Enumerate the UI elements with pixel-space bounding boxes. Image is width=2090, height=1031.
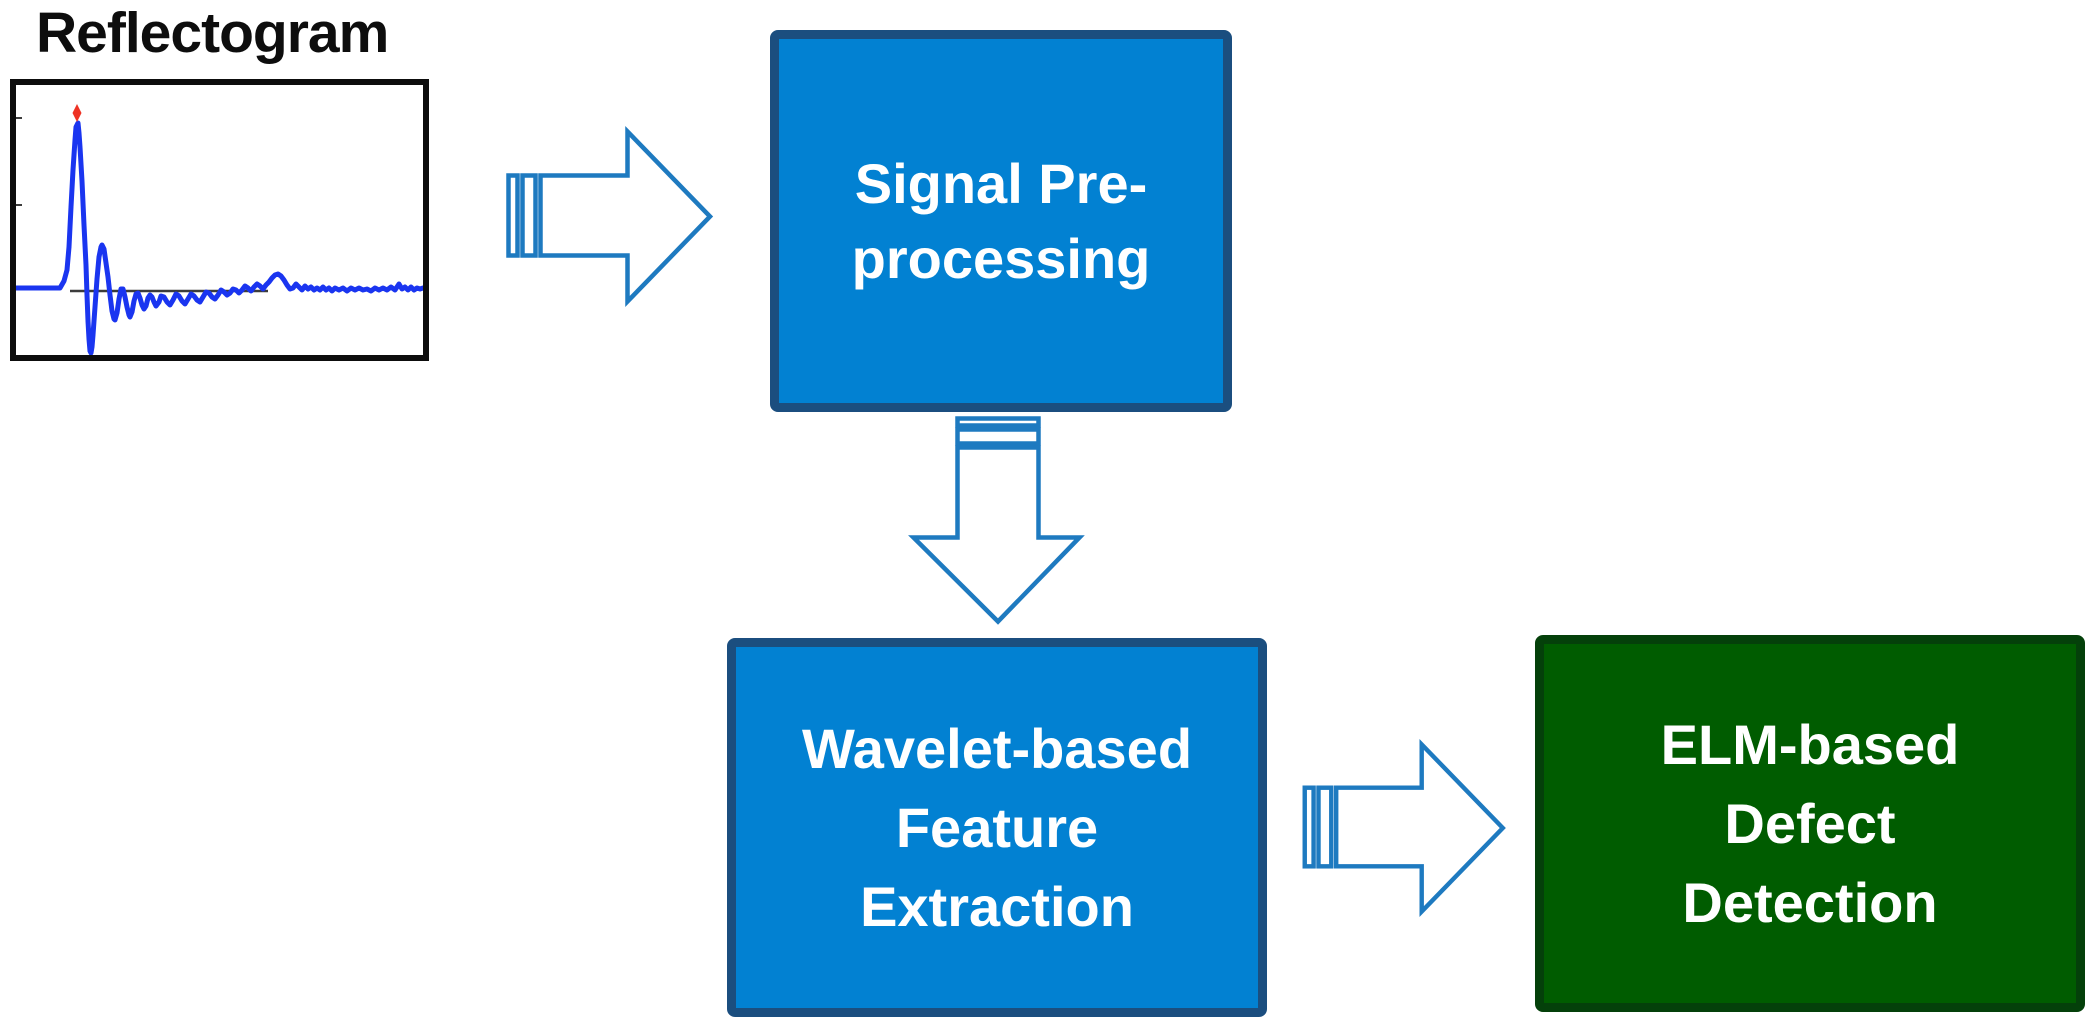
elm-defect-detection-label: ELM-based Defect Detection	[1661, 705, 1960, 942]
reflectogram-waveform-svg	[16, 104, 423, 355]
arrow-stripe	[1302, 785, 1316, 869]
reflectogram-plot	[10, 79, 429, 361]
arrow-body	[908, 445, 1085, 625]
arrow-stripe	[1316, 785, 1334, 869]
signal-preprocessing-box: Signal Pre- processing	[770, 30, 1232, 412]
arrow-stripe	[955, 427, 1041, 446]
box-label-line: ELM-based	[1660, 713, 1960, 776]
box-label-line: Wavelet-based	[801, 717, 1193, 780]
arrow-body	[538, 125, 714, 308]
arrow-stripe	[520, 173, 538, 258]
arrow-stripe	[955, 416, 1041, 428]
arrow-down-icon	[908, 416, 1085, 625]
box-label-line: Detection	[1682, 871, 1938, 934]
box-label-line: Signal Pre-	[854, 152, 1148, 215]
signal-preprocessing-label: Signal Pre- processing	[852, 146, 1151, 296]
arrow-right-icon	[1302, 739, 1506, 917]
box-label-line: Defect	[1724, 792, 1896, 855]
box-label-line: Extraction	[860, 875, 1134, 938]
wavelet-feature-extraction-box: Wavelet-based Feature Extraction	[727, 638, 1267, 1017]
wavelet-feature-extraction-label: Wavelet-based Feature Extraction	[802, 709, 1192, 946]
arrow-stripe	[506, 173, 520, 258]
box-label-line: processing	[851, 227, 1151, 290]
peak-marker-icon	[72, 104, 82, 122]
arrow-right-icon	[506, 125, 714, 308]
box-label-line: Feature	[895, 796, 1099, 859]
elm-defect-detection-box: ELM-based Defect Detection	[1535, 635, 2085, 1012]
reflectogram-title: Reflectogram	[36, 1, 389, 65]
signal-waveform	[16, 120, 423, 355]
arrow-body	[1333, 739, 1506, 917]
